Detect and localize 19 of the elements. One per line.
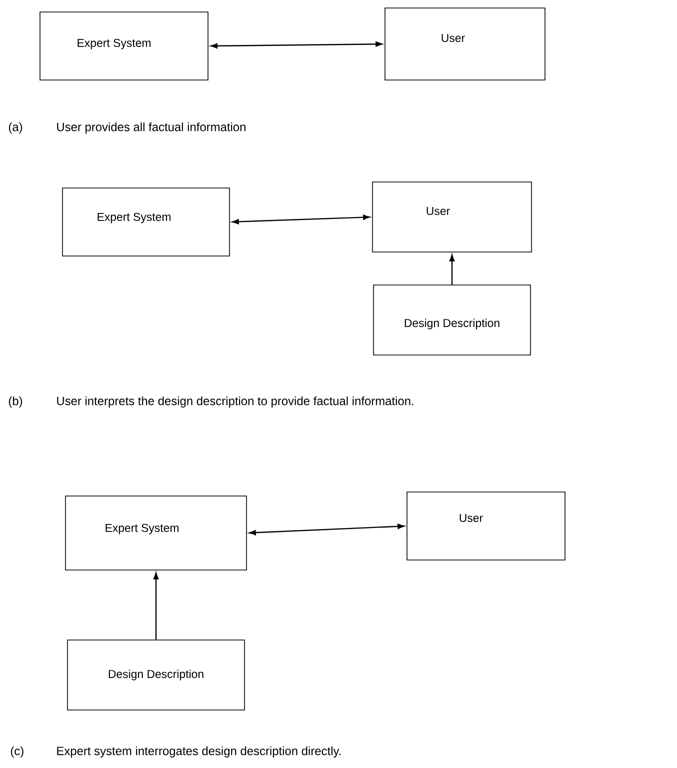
process-box: Expert System bbox=[40, 12, 208, 80]
process-box: Design Description bbox=[373, 284, 531, 356]
arrow bbox=[449, 254, 455, 285]
process-box: Design Description bbox=[67, 640, 245, 710]
process-box: Expert System bbox=[65, 496, 247, 570]
arrow bbox=[249, 524, 404, 536]
caption: Expert system interrogates design description directly. bbox=[57, 746, 341, 758]
caption: User interprets the design description to provide factual information. bbox=[57, 396, 414, 408]
caption: User provides all factual information bbox=[57, 122, 246, 134]
process-box: User bbox=[372, 182, 532, 252]
process-box: User bbox=[384, 8, 546, 80]
arrow bbox=[232, 214, 370, 224]
panel-label: (c) bbox=[10, 746, 24, 758]
process-box: Expert System bbox=[62, 188, 230, 256]
panel-label: (a) bbox=[8, 122, 22, 134]
process-box: User bbox=[406, 492, 566, 560]
arrow bbox=[210, 41, 382, 49]
arrow bbox=[153, 572, 159, 640]
panel-label: (b) bbox=[8, 396, 22, 408]
